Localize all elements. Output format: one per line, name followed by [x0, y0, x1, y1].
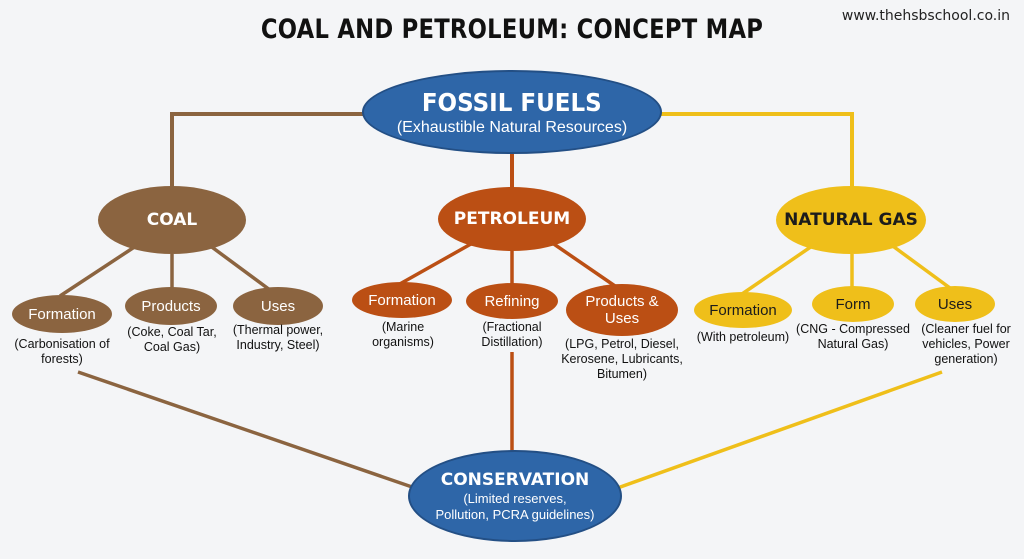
coal-node: COAL — [98, 186, 246, 254]
petroleum-formation-desc: (Marine organisms) — [372, 320, 434, 349]
connector-petroleum-products — [547, 238, 616, 288]
petroleum-formation-label: Formation — [368, 291, 436, 309]
gas-uses-node: Uses — [915, 286, 995, 322]
conservation-sub: (Limited reserves, Pollution, PCRA guide… — [435, 490, 595, 522]
coal-uses-label: Uses — [260, 297, 296, 315]
gas-formation-desc: (With petroleum) — [696, 330, 790, 344]
gas-formation-node: Formation — [694, 292, 792, 328]
connector-gas-uses — [888, 242, 952, 290]
conservation-node: CONSERVATION (Limited reserves, Pollutio… — [408, 450, 622, 542]
coal-products-node: Products — [125, 287, 217, 325]
petroleum-products-label: Products & Uses — [585, 293, 659, 327]
petroleum-node: PETROLEUM — [438, 187, 586, 251]
petroleum-label: PETROLEUM — [453, 209, 571, 229]
petroleum-refining-desc: (Fractional Distillation) — [481, 320, 543, 349]
page-title: COAL AND PETROLEUM: CONCEPT MAP — [260, 14, 764, 45]
natural-gas-label: NATURAL GAS — [784, 210, 918, 230]
connector-root-gas — [660, 112, 854, 188]
fossil-fuels-node: FOSSIL FUELS (Exhaustible Natural Resour… — [362, 70, 662, 154]
website-url: www.thehsbschool.co.in — [841, 8, 1010, 24]
gas-form-desc: (CNG - Compressed Natural Gas) — [796, 322, 910, 351]
gas-formation-label: Formation — [709, 301, 777, 319]
connector-root-coal — [170, 112, 365, 188]
connector-petroleum-formation — [397, 238, 479, 287]
petroleum-refining-label: Refining — [484, 292, 540, 310]
gas-form-node: Form — [812, 286, 894, 322]
coal-uses-node: Uses — [233, 287, 323, 325]
coal-products-label: Products — [141, 297, 201, 315]
petroleum-refining-node: Refining — [466, 283, 558, 319]
conservation-label: CONSERVATION — [440, 469, 590, 490]
fossil-fuels-sub: (Exhaustible Natural Resources) — [396, 118, 628, 136]
petroleum-products-node: Products & Uses — [566, 284, 678, 336]
coal-uses-desc: (Thermal power, Industry, Steel) — [232, 323, 324, 352]
connector-gas-formation — [741, 242, 816, 296]
fossil-fuels-label: FOSSIL FUELS — [422, 87, 602, 117]
gas-form-label: Form — [835, 295, 871, 313]
connector-coal-formation — [59, 240, 143, 298]
petroleum-products-desc: (LPG, Petrol, Diesel, Kerosene, Lubrican… — [561, 337, 683, 381]
petroleum-formation-node: Formation — [352, 282, 452, 318]
coal-formation-desc: (Carbonisation of forests) — [14, 337, 110, 366]
coal-products-desc: (Coke, Coal Tar, Coal Gas) — [127, 325, 217, 354]
connector-gas-conservation — [611, 370, 943, 492]
coal-label: COAL — [146, 210, 198, 230]
connector-coal-conservation — [77, 370, 416, 490]
gas-uses-desc: (Cleaner fuel for vehicles, Power genera… — [921, 322, 1011, 366]
coal-formation-node: Formation — [12, 295, 112, 333]
natural-gas-node: NATURAL GAS — [776, 186, 926, 254]
connector-coal-uses — [203, 240, 272, 292]
coal-formation-label: Formation — [28, 305, 96, 323]
gas-uses-label: Uses — [937, 295, 973, 313]
